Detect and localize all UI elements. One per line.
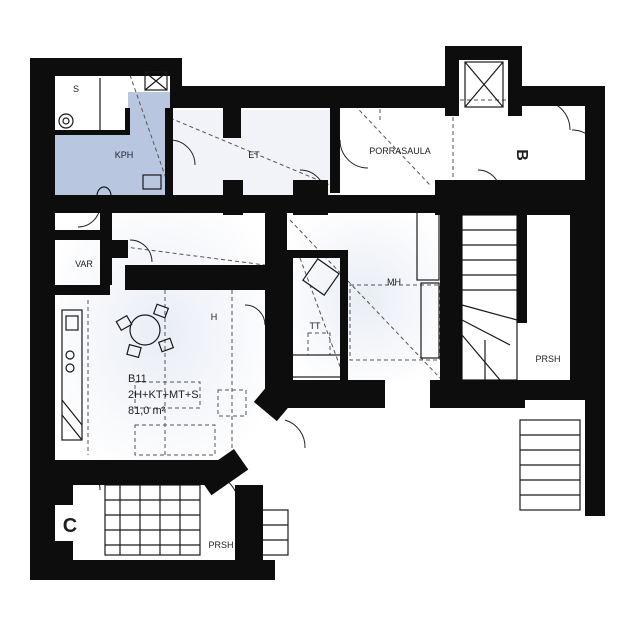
room-label-bathroom: KPH: [115, 150, 134, 160]
room-label-porch: PORRASAULA: [369, 146, 431, 156]
room-label-workroom: TT: [310, 321, 321, 331]
walls: [30, 46, 605, 580]
apartment-id: B11: [128, 373, 147, 385]
stairwell-c-marker: C: [55, 505, 87, 541]
room-label-stair-south: PRSH: [208, 540, 233, 550]
shafts: [144, 61, 504, 108]
stairs-south: [104, 484, 289, 556]
sauna-fill: [55, 75, 130, 135]
kitchen-counter: [61, 309, 83, 441]
stairwell-c-label: C: [63, 515, 77, 537]
wet-rooms: [55, 75, 170, 210]
apartment-info: B11 2H+KT+MT+S 81,0 m²: [128, 373, 199, 417]
stairwell-b-marker: B: [513, 149, 530, 161]
stairwell-b-label: B: [513, 149, 530, 161]
room-label-bedroom: MH: [387, 277, 401, 287]
sauna-fixtures: [58, 78, 162, 206]
room-label-living: H: [211, 312, 218, 322]
apartment-type: 2H+KT+MT+S: [128, 389, 199, 401]
apartment-area: 81,0 m²: [128, 405, 166, 417]
room-label-sauna: S: [73, 84, 79, 94]
room-label-storage: VAR: [75, 259, 93, 269]
room-labels: S KPH ET PORRASAULA VAR H TT MH PRSH PRS…: [73, 84, 561, 550]
room-label-hall: ET: [248, 150, 260, 160]
dining-table: [115, 303, 175, 359]
room-label-stair-east: PRSH: [535, 354, 560, 364]
